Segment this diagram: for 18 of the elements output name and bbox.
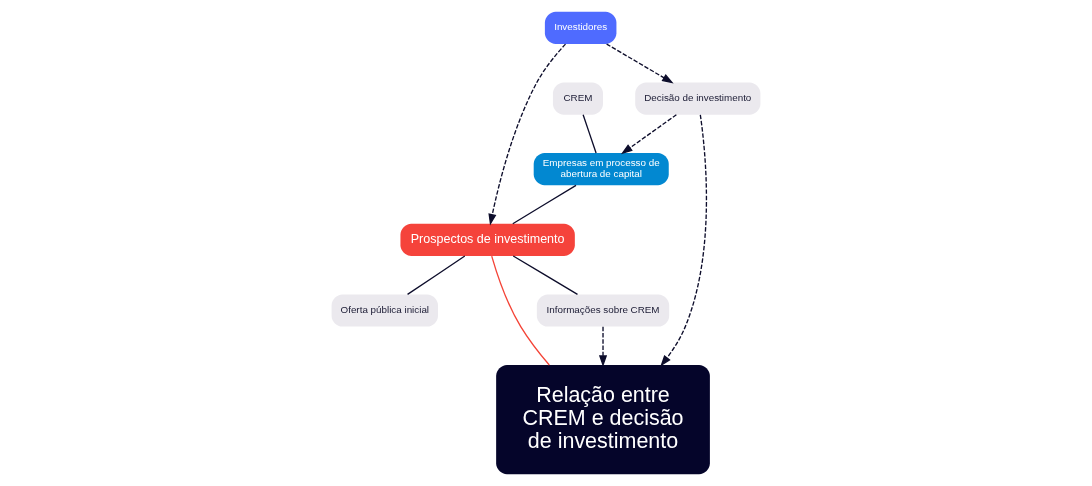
- arrow: [620, 114, 678, 155]
- connector: [406, 255, 466, 296]
- arrow: [660, 114, 708, 367]
- connector: [491, 255, 550, 366]
- arrow: [598, 326, 608, 367]
- connector: [512, 255, 579, 296]
- node-box: Relação entre CREM e decisão de investimento: [496, 365, 710, 475]
- node-box: Empresas em processo de abertura de capital: [533, 153, 669, 186]
- arrow: [488, 43, 567, 226]
- node-box: Informações sobre CREM: [536, 294, 670, 327]
- connector: [512, 184, 577, 225]
- arrow: [606, 43, 674, 84]
- connector: [582, 114, 597, 154]
- node-box: Prospectos de investimento: [400, 223, 575, 256]
- node-box: Decisão de investimento: [635, 82, 761, 115]
- node-box: Investidores: [544, 11, 617, 44]
- node-box: Oferta pública inicial: [331, 294, 438, 327]
- node-box: CREM: [552, 82, 603, 115]
